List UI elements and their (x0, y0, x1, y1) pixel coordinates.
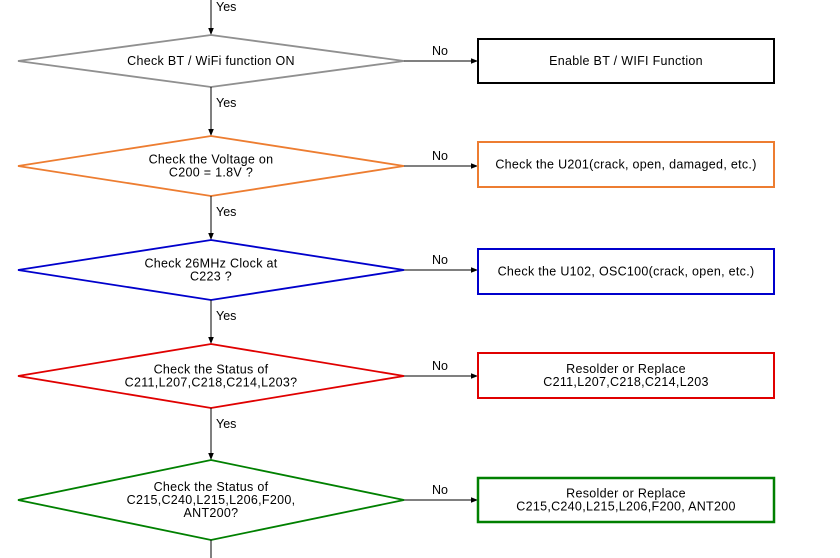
no-label: No (432, 149, 448, 163)
no-label: No (432, 253, 448, 267)
yes-label: Yes (216, 96, 236, 110)
decision-text: C223 ? (190, 270, 232, 284)
decision-text: C215,C240,L215,L206,F200, (127, 493, 296, 507)
action-text: Resolder or Replace (566, 362, 686, 376)
no-label: No (432, 359, 448, 373)
yes-label: Yes (216, 417, 236, 431)
decision-text: Check the Status of (154, 363, 269, 377)
decision-text: Check the Voltage on (149, 153, 274, 167)
action-text: C215,C240,L215,L206,F200, ANT200 (516, 500, 735, 514)
action-box (476, 476, 776, 524)
decision-text: Check 26MHz Clock at (144, 257, 277, 271)
decision-text: Check BT / WiFi function ON (127, 54, 295, 68)
action-text: Check the U201(crack, open, damaged, etc… (495, 158, 756, 172)
yes-label: Yes (216, 309, 236, 323)
flow-step-5: Check the Status ofC215,C240,L215,L206,F… (17, 459, 776, 558)
action-text: Enable BT / WIFI Function (549, 54, 703, 68)
action-text: Resolder or Replace (566, 487, 686, 501)
yes-label: Yes (216, 205, 236, 219)
action-box (477, 38, 775, 84)
decision-text: ANT200? (184, 506, 239, 520)
decision-text: C211,L207,C218,C214,L203? (125, 376, 298, 390)
decision-text: Check the Status of (154, 480, 269, 494)
action-box (477, 248, 775, 295)
no-label: No (432, 44, 448, 58)
action-text: C211,L207,C218,C214,L203 (543, 375, 708, 389)
action-box (477, 352, 775, 399)
action-text: Check the U102, OSC100(crack, open, etc.… (498, 265, 755, 279)
yes-label-top: Yes (216, 0, 236, 14)
flow-step-4: Check the Status ofC211,L207,C218,C214,L… (17, 343, 775, 460)
action-box (477, 141, 775, 188)
decision-text: C200 = 1.8V ? (169, 166, 253, 180)
no-label: No (432, 483, 448, 497)
